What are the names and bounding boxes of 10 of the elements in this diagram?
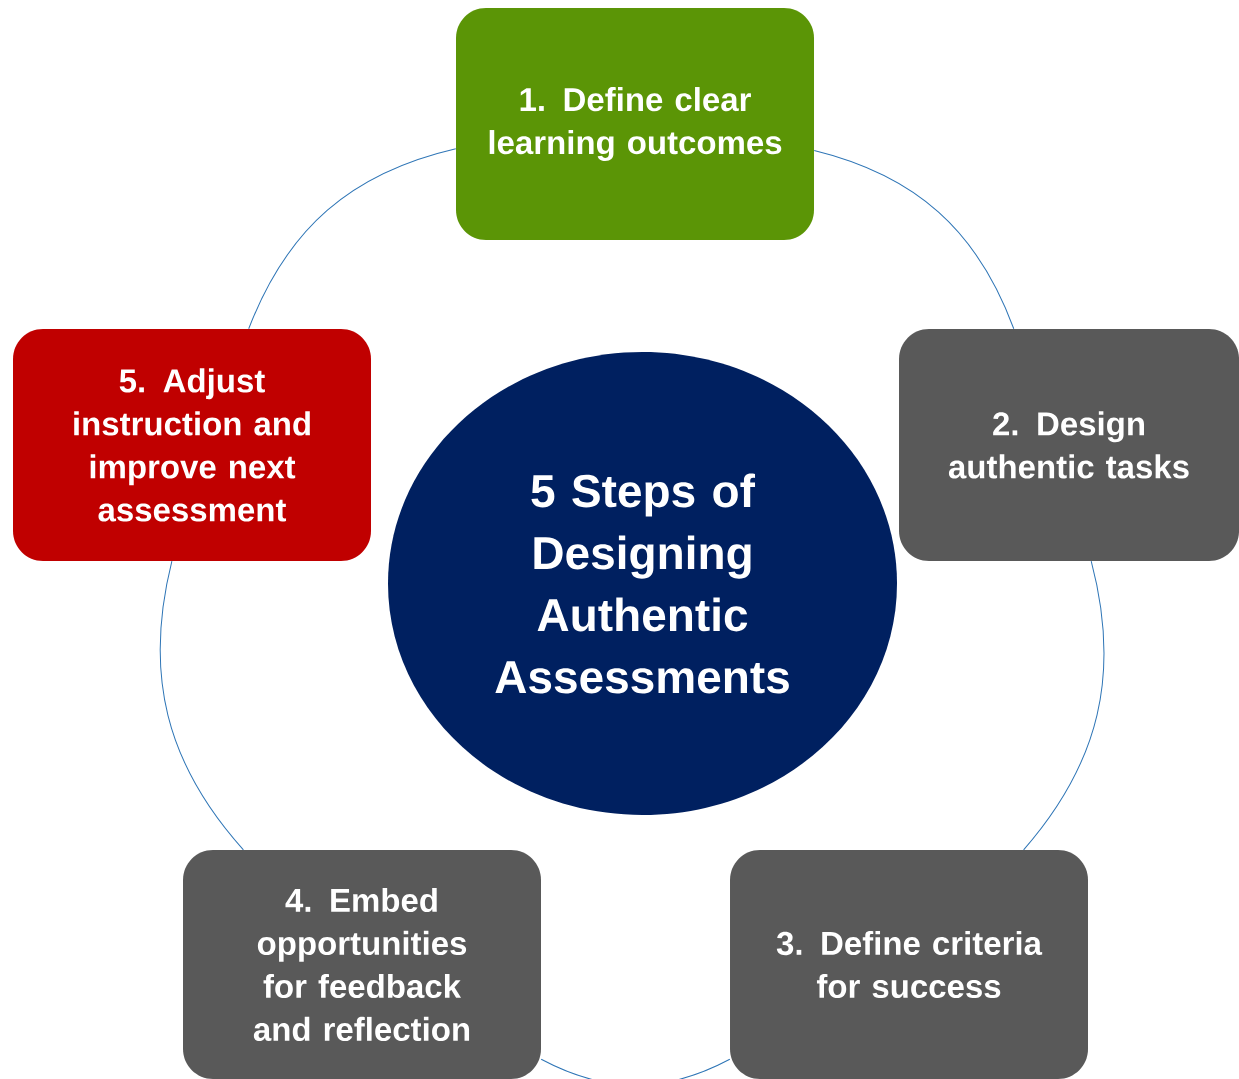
connector-arc <box>813 150 1015 330</box>
connector-arc <box>540 1058 731 1079</box>
connector-arc <box>1023 560 1105 851</box>
step-box: 3. Define criteria for success <box>730 850 1088 1079</box>
step-box: 5. Adjust instruction and improve next assessment <box>13 329 371 561</box>
step-box: 4. Embed opportunities for feedback and reflection <box>183 850 541 1079</box>
connector-arc <box>159 560 244 851</box>
step-box: 2. Design authentic tasks <box>899 329 1239 561</box>
connector-arc <box>248 148 457 330</box>
step-box: 1. Define clear learning outcomes <box>456 8 814 240</box>
